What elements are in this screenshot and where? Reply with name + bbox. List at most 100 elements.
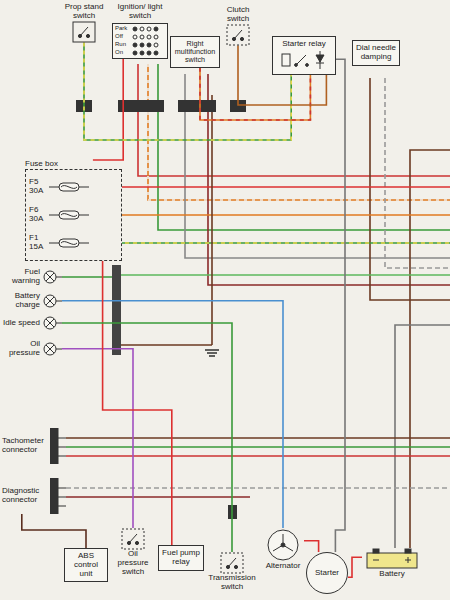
symbol-part: [373, 549, 379, 553]
wire: [335, 59, 345, 552]
symbol-part: [364, 548, 420, 570]
wire: [22, 514, 86, 548]
fuse-row: F5 30A: [29, 173, 118, 201]
symbol-part: [408, 557, 409, 563]
wire: [93, 242, 450, 244]
symbol: [49, 237, 89, 249]
symbol: [49, 209, 89, 221]
symbol-part: [234, 565, 237, 568]
symbol-part: [46, 345, 54, 353]
symbol-part: [306, 63, 309, 66]
transmission-switch: Transmission switch: [204, 552, 260, 592]
symbol-part: [282, 54, 290, 66]
symbol-part: [61, 213, 77, 216]
symbol-part: [46, 273, 54, 281]
contact-dot: [133, 35, 137, 39]
multifunction-switch: Right multifunction switch: [170, 36, 220, 68]
symbol-part: [135, 541, 138, 544]
symbol-part: [49, 209, 89, 221]
symbol-part: [49, 242, 89, 243]
symbol-part: [59, 183, 79, 191]
symbol-part: [86, 34, 89, 37]
wire-connector: [304, 541, 319, 552]
connector-label: Tachometer connector: [2, 437, 48, 455]
fuse-rating: F5 30A: [29, 178, 49, 196]
contact-dot: [154, 27, 158, 31]
symbol: [262, 528, 304, 562]
symbol: [42, 294, 62, 308]
lamp-label: Fuel warning: [2, 268, 40, 286]
connector-block: [118, 100, 164, 112]
symbol-part: [220, 552, 244, 574]
alternator: Alternator: [262, 528, 304, 571]
symbol-part: [373, 560, 379, 561]
symbol-part: [240, 37, 243, 40]
symbol-part: [56, 348, 62, 349]
symbol-part: [129, 534, 137, 543]
symbol-part: [44, 295, 56, 307]
symbol-part: [265, 528, 301, 562]
symbol-part: [405, 549, 411, 553]
symbol: [275, 49, 333, 71]
symbol-part: [56, 323, 62, 324]
component-label: Clutch switch: [220, 6, 256, 24]
lamp-label: Idle speed: [2, 319, 40, 328]
warning-lamp: Oil pressure: [2, 340, 62, 358]
symbol-part: [56, 276, 62, 277]
switch-position: Run: [115, 41, 131, 48]
contact-dots: [131, 25, 161, 33]
contact-dots: [131, 41, 161, 49]
wire-connector: [22, 514, 86, 548]
symbol-part: [281, 543, 285, 547]
contact-dot: [140, 43, 144, 47]
contact-dot: [133, 51, 137, 55]
symbol-part: [72, 21, 96, 43]
component-label: Oil pressure switch: [112, 550, 154, 576]
component-label: Dial needle damping: [355, 44, 397, 62]
symbol-part: [58, 456, 66, 457]
symbol-part: [320, 51, 321, 69]
wire: [385, 78, 450, 268]
clutch-switch: Clutch switch: [220, 6, 256, 46]
symbol-part: [227, 25, 249, 45]
symbol-part: [56, 300, 62, 301]
wire-connector: [103, 261, 172, 545]
wire: [66, 437, 450, 439]
wire: [121, 274, 450, 276]
wire: [62, 349, 133, 528]
symbol-part: [44, 317, 56, 329]
contact-dot: [140, 51, 144, 55]
connector-block: [112, 265, 121, 355]
contact-dot: [133, 43, 137, 47]
wire: [148, 64, 450, 200]
fuse-rating: F6 30A: [29, 206, 49, 224]
wire-connector: [62, 323, 232, 552]
component-label: Transmission switch: [204, 574, 260, 592]
symbol-part: [46, 297, 54, 305]
wire: [103, 261, 172, 545]
fuse-rating: F1 15A: [29, 234, 49, 252]
wire: [93, 242, 450, 244]
symbol: [204, 552, 260, 574]
wire: [395, 325, 450, 548]
component-label: Alternator: [262, 562, 304, 571]
symbol-part: [46, 319, 54, 327]
abs-unit: ABS control unit: [64, 548, 108, 582]
symbol-part: [61, 241, 77, 244]
warning-lamp: Battery charge: [2, 292, 62, 310]
fuel-pump-relay: Fuel pump relay: [158, 545, 204, 571]
symbol-part: [46, 273, 54, 281]
contact-dot: [147, 43, 151, 47]
symbol: [42, 316, 62, 330]
fuse-panel: F5 30A F6 30A F1 15A: [25, 169, 122, 261]
fuse-box: Fuse box F5 30A F6 30A F1 15A: [25, 160, 122, 261]
wire: [121, 344, 212, 346]
ground-symbol: [205, 350, 219, 356]
wire-connector: [335, 59, 345, 552]
switch-row: Run: [115, 41, 165, 49]
component-label: Starter relay: [275, 40, 333, 49]
symbol: [220, 24, 256, 46]
ground-bar: [207, 352, 217, 353]
fuse-box-title: Fuse box: [25, 160, 122, 169]
